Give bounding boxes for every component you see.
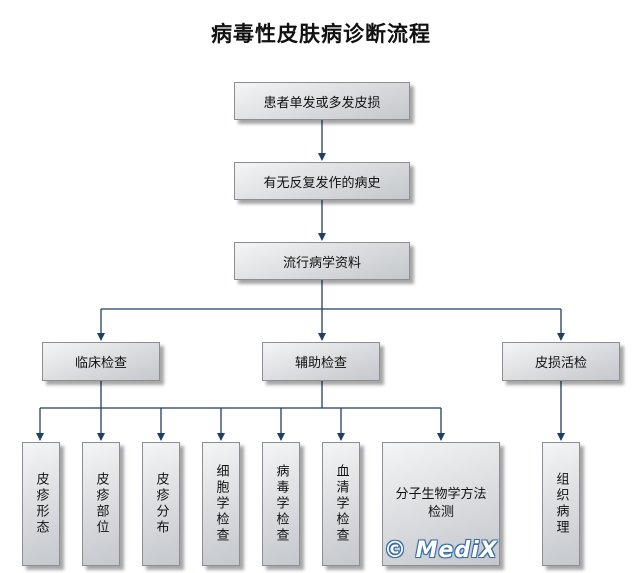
node-aux-label: 辅助检查 [294,356,347,371]
node-dist-label: 皮疹分布 [153,472,169,536]
node-clinical: 临床检查 [42,342,160,381]
node-site-label: 皮疹部位 [93,472,109,536]
node-start: 患者单发或多发皮损 [234,82,410,120]
node-viro-label: 病毒学检查 [273,464,289,544]
watermark-logo: © MediX [384,538,498,563]
node-site: 皮疹部位 [82,442,120,566]
node-history-label: 有无反复发作的病史 [263,175,381,191]
node-cyto-label: 细胞学检查 [213,464,229,544]
node-epi-label: 流行病学资料 [282,255,361,271]
node-sero: 血清学检查 [322,442,360,566]
node-biopsy: 皮损活检 [502,342,620,381]
node-viro: 病毒学检查 [262,442,300,566]
node-history: 有无反复发作的病史 [234,162,410,200]
node-molbio-label: 分子生物学方法检测 [395,487,487,520]
node-clinical-label: 临床检查 [74,356,127,371]
node-aux: 辅助检查 [262,342,380,381]
node-dist: 皮疹分布 [142,442,180,566]
node-sero-label: 血清学检查 [333,464,349,544]
node-histo: 组织病理 [542,442,580,566]
node-biopsy-label: 皮损活检 [534,356,587,371]
node-histo-label: 组织病理 [553,472,569,536]
node-morph-label: 皮疹形态 [33,472,49,536]
node-start-label: 患者单发或多发皮损 [263,95,381,111]
node-epi: 流行病学资料 [234,242,410,280]
node-cyto: 细胞学检查 [202,442,240,566]
page-title: 病毒性皮肤病诊断流程 [211,22,431,46]
node-molbio: 分子生物学方法检测 [382,442,500,566]
node-morph: 皮疹形态 [22,442,60,566]
